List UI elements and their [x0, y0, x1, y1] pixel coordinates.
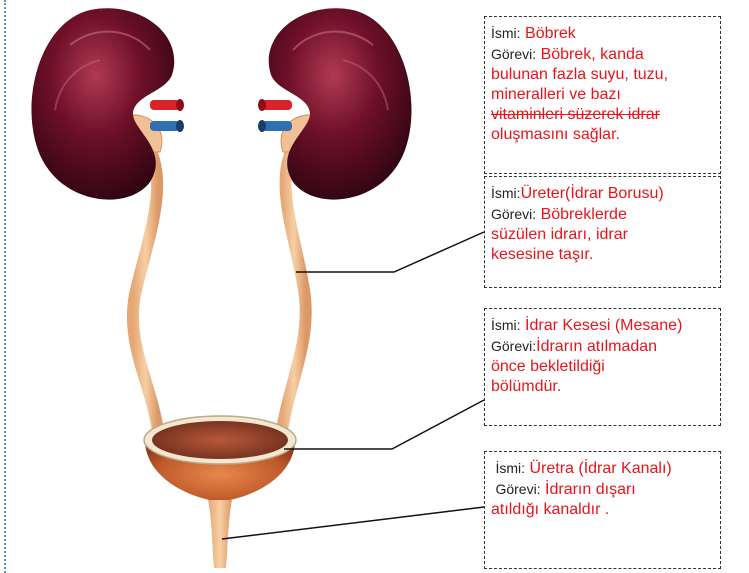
bladder-duty-line: bölümdür.	[491, 377, 720, 397]
duty-label: Görevi:	[491, 338, 536, 354]
name-label: İsmi:	[491, 25, 521, 41]
right-renal-vessels	[258, 99, 292, 132]
urethra-leader-line	[222, 507, 484, 539]
urethra	[208, 500, 232, 568]
name-label: İsmi:	[491, 185, 521, 201]
right-ureter	[282, 150, 306, 430]
ureter-info-box: İsmi:Üreter(İdrar Borusu) Görevi: Böbrek…	[484, 176, 721, 288]
duty-label: Görevi:	[491, 206, 536, 222]
kidney-name: Böbrek	[525, 25, 576, 42]
bladder-info-box: İsmi: İdrar Kesesi (Mesane) Görevi:İdrar…	[484, 308, 721, 426]
kidney-duty-line: vitaminleri süzerek idrar	[491, 105, 720, 125]
kidney-duty-line: oluşmasını sağlar.	[491, 125, 720, 145]
bladder-duty-line: İdrarın atılmadan	[536, 338, 657, 355]
ureter-duty-line: kesesine taşır.	[491, 245, 720, 265]
ureter-duty-line: Böbreklerde	[541, 206, 627, 223]
bladder-name: İdrar Kesesi (Mesane)	[525, 317, 682, 334]
bladder-leader-line	[284, 400, 484, 449]
name-label: İsmi:	[491, 317, 521, 333]
ureter-leader-line	[296, 232, 484, 272]
kidney-info-box: İsmi: Böbrek Görevi: Böbrek, kanda bulun…	[484, 16, 721, 174]
urethra-duty-line: atıldığı kanaldır .	[491, 500, 720, 520]
duty-label: Görevi:	[495, 481, 540, 497]
name-label: İsmi:	[495, 460, 525, 476]
kidney-duty-line: bulunan fazla suyu, tuzu,	[491, 65, 720, 85]
urethra-name: Üretra (İdrar Kanalı)	[529, 460, 671, 477]
ureter-duty-line: süzülen idrarı, idrar	[491, 225, 720, 245]
kidney-duty-line: mineralleri ve bazı	[491, 85, 720, 105]
bladder-duty-line: önce bekletildiği	[491, 357, 720, 377]
urethra-duty-line: İdrarın dışarı	[545, 481, 636, 498]
kidney-duty-line: Böbrek, kanda	[541, 46, 644, 63]
left-renal-vessels	[150, 99, 184, 132]
duty-label: Görevi:	[491, 46, 536, 62]
ureter-name: Üreter(İdrar Borusu)	[521, 185, 664, 202]
urethra-info-box: İsmi: Üretra (İdrar Kanalı) Görevi: İdra…	[484, 451, 721, 569]
